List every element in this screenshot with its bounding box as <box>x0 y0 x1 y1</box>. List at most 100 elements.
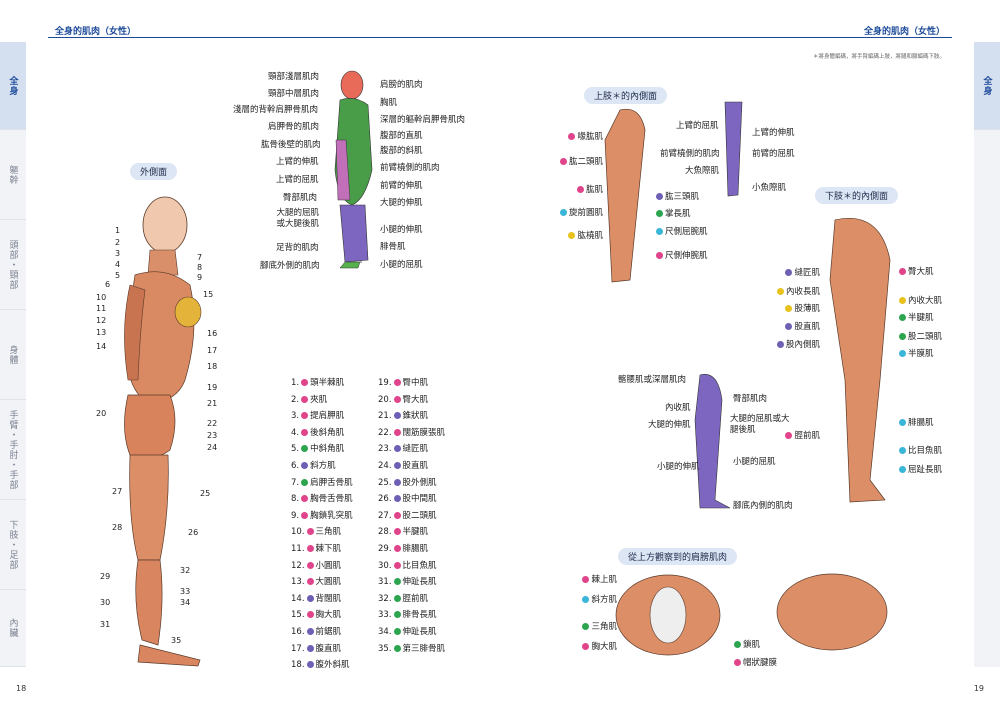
list-item-number: 30. <box>378 560 392 571</box>
muscle-label-text: 縫匠肌 <box>794 268 820 278</box>
muscle-label-text: 帽狀腱膜 <box>743 658 778 668</box>
list-item: 31.伸趾長肌 <box>378 575 437 587</box>
fig-label: 小腿的伸肌 <box>380 225 423 235</box>
right-sidebar-tab-whole-body[interactable]: 全身 <box>974 42 1000 130</box>
color-dot-icon <box>301 511 309 519</box>
muscle-label-text: 鎖肌 <box>743 640 761 650</box>
muscle-label: 半膜肌 <box>897 347 934 359</box>
sidebar-tab-arm[interactable]: 手臂・手肘・手部 <box>0 400 26 500</box>
list-item-number: 5. <box>291 444 300 455</box>
muscle-label: 棘上肌 <box>580 573 617 585</box>
list-item: 33. 腓骨長肌 <box>378 608 437 620</box>
list-item-name: 縫匠肌 <box>402 444 429 455</box>
sidebar-tab-organs[interactable]: 內臟 <box>0 590 26 667</box>
num-marker: 12 <box>96 316 107 325</box>
sidebar-tab-whole-body[interactable]: 全身 <box>0 42 26 130</box>
num-marker: 25 <box>200 489 211 498</box>
list-item: 19.臀中肌 <box>378 376 428 388</box>
list-item: 4.後斜角肌 <box>291 426 344 438</box>
list-item: 10.三角肌 <box>291 525 341 537</box>
muscle-label-text: 斜方肌 <box>591 595 617 605</box>
muscle-label-text: 比目魚肌 <box>908 446 943 456</box>
list-item-number: 17. <box>291 643 305 654</box>
muscle-label: 內收長肌 <box>775 285 820 297</box>
list-item-name: 三角肌 <box>315 527 342 538</box>
list-item-number: 21. <box>378 411 392 422</box>
num-marker: 23 <box>207 431 218 440</box>
list-item-number: 4. <box>291 427 300 438</box>
list-item-name: 腹外斜肌 <box>315 660 350 671</box>
muscle-label: 屈趾長肌 <box>897 463 942 475</box>
muscle-label-text: 內收長肌 <box>785 287 820 297</box>
list-item-number: 18. <box>291 660 305 671</box>
color-dot-icon <box>306 611 314 619</box>
sidebar-tab-body[interactable]: 身體 <box>0 310 26 400</box>
list-item-number: 25. <box>378 477 392 488</box>
muscle-label-text: 肱三頭肌 <box>665 192 700 202</box>
list-item-number: 20. <box>378 394 392 405</box>
fig-label: 臀部肌肉 <box>283 193 318 203</box>
list-item-number: 27. <box>378 510 392 521</box>
color-dot-icon <box>582 643 590 650</box>
list-item-name: 夾肌 <box>310 394 328 405</box>
list-item-number: 33. <box>378 610 392 621</box>
list-item: 27.股二頭肌 <box>378 509 437 521</box>
color-dot-icon <box>393 644 401 652</box>
num-marker: 13 <box>96 328 107 337</box>
muscle-label-text: 股薄肌 <box>794 304 820 314</box>
muscle-label: 肱肌 <box>575 183 603 195</box>
color-dot-icon <box>576 186 584 193</box>
list-item: 8. 胸骨舌骨肌 <box>291 492 353 504</box>
sidebar-tab-lower-limb[interactable]: 下肢・足部 <box>0 500 26 590</box>
list-item-number: 2. <box>291 394 300 405</box>
list-item: 18. 腹外斜肌 <box>291 658 350 670</box>
shoulder-top-view-2 <box>776 573 888 651</box>
list-item: 34.伸趾長肌 <box>378 625 437 637</box>
num-marker: 20 <box>96 409 107 418</box>
muscle-label: 帽狀腱膜 <box>732 656 777 668</box>
muscle-label-text: 半膜肌 <box>908 349 934 359</box>
muscle-label-text: 肱二頭肌 <box>568 157 603 167</box>
list-item-name: 腹直肌 <box>315 643 342 654</box>
muscle-label-text: 尺側伸腕肌 <box>665 251 708 261</box>
num-marker: 2 <box>115 238 121 247</box>
muscle-label-text: 棘上肌 <box>591 575 617 585</box>
color-dot-icon <box>656 193 663 200</box>
list-item: 23.縫匠肌 <box>378 442 428 454</box>
list-item-number: 12. <box>291 560 305 571</box>
list-item-number: 22. <box>378 427 392 438</box>
color-dot-icon <box>393 611 401 619</box>
list-item-name: 小圓肌 <box>315 560 342 571</box>
fig-label: 肩膀的肌肉 <box>380 80 423 90</box>
fig-label: 深層的軀幹肩胛骨肌肉 <box>380 115 466 125</box>
list-item-name: 股中間肌 <box>402 494 437 505</box>
muscle-label: 比目魚肌 <box>897 444 942 456</box>
color-dot-icon <box>301 379 309 386</box>
list-item-number: 26. <box>378 494 392 505</box>
list-item: 17. 腹直肌 <box>291 642 341 654</box>
list-item: 6.斜方肌 <box>291 459 336 471</box>
shoulder-top-pill: 從上方觀察到的肩膀肌肉 <box>618 548 738 565</box>
color-dot-icon <box>393 379 401 386</box>
list-item-name: 腓骨長肌 <box>402 610 437 621</box>
num-marker: 16 <box>207 329 218 338</box>
muscle-label-text: 胸大肌 <box>591 642 617 652</box>
list-item-name: 半腱肌 <box>402 527 429 538</box>
list-item: 11.棘下肌 <box>291 542 341 554</box>
muscle-label: 臀大肌 <box>897 265 934 277</box>
sidebar-tab-torso[interactable]: 軀幹 <box>0 130 26 220</box>
muscle-label-text: 屈趾長肌 <box>908 465 943 475</box>
num-marker: 31 <box>100 620 111 629</box>
list-item: 9.胸鎖乳突肌 <box>291 509 353 521</box>
muscle-label-text: 腓腸肌 <box>908 418 934 428</box>
color-dot-icon <box>776 341 784 348</box>
list-item-name: 提肩胛肌 <box>310 411 345 422</box>
sidebar-tab-head-neck[interactable]: 頭部・頸部 <box>0 220 26 310</box>
muscle-label: 股內側肌 <box>775 338 820 350</box>
color-dot-icon <box>393 511 401 519</box>
right-page-title: 全身的肌肉（女性） <box>863 27 945 37</box>
list-item-number: 35. <box>378 643 392 654</box>
color-dot-icon <box>656 228 663 235</box>
list-item-number: 8. <box>291 494 300 505</box>
list-item-name: 胸骨舌骨肌 <box>310 494 353 505</box>
